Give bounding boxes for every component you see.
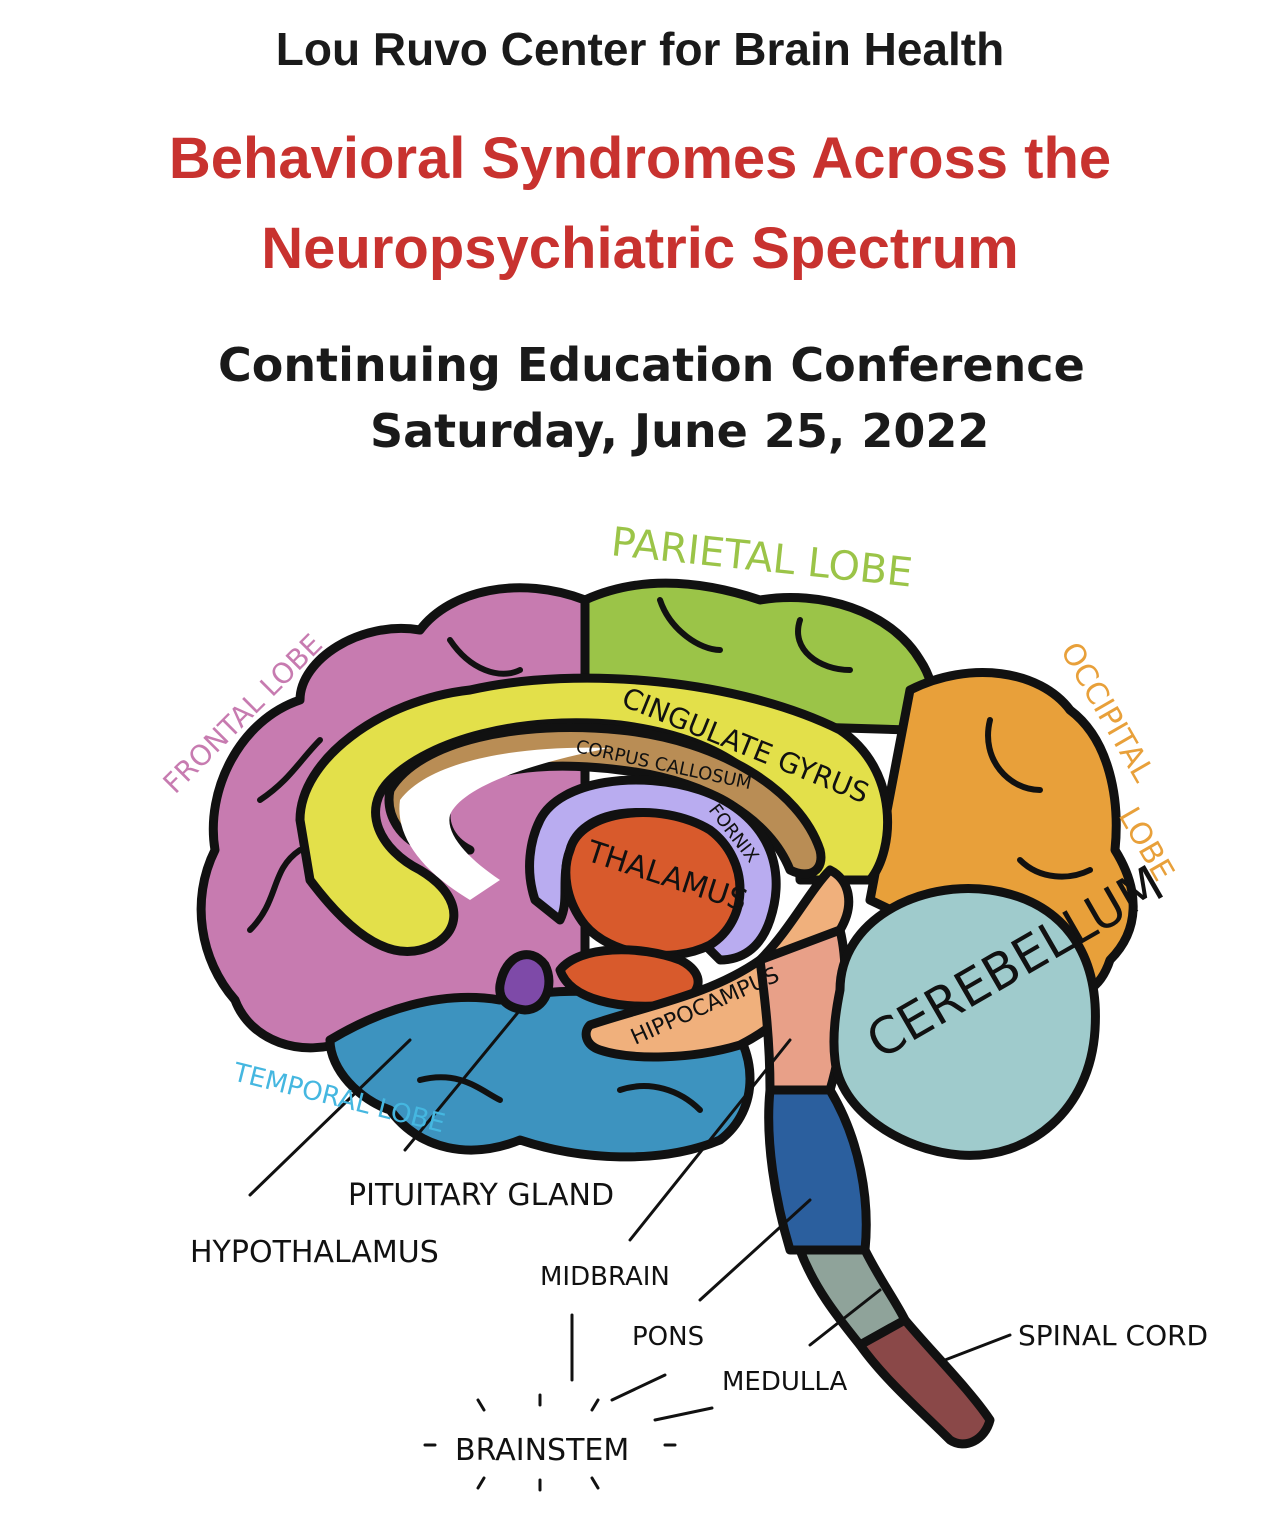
sulcus-line [417,1074,503,1103]
sulcus-line [657,597,723,653]
hypothalamus-label: HYPOTHALAMUS [190,1235,439,1270]
pointer-medulla-brainstem [653,1406,714,1422]
organization-name: Lou Ruvo Center for Brain Health [275,23,1005,75]
pointer-pituitary [403,1008,522,1152]
brain-diagram: PARIETAL LOBE FRONTAL LOBE OCCIPITAL LOB… [157,519,1208,1492]
pituitary-gland-label: PITUITARY GLAND [348,1178,614,1213]
sulcus-line [985,717,1043,793]
pointer-medulla [808,1288,882,1347]
pointer-midbrain [628,1038,792,1242]
pituitary-gland-region [495,950,554,1015]
cerebellum-region [829,884,1100,1160]
sparkle-mark [476,1476,486,1490]
pons-label: PONS [632,1322,704,1352]
pointer-pons [698,1198,812,1302]
conference-type: Continuing Education Conference [218,338,1085,392]
sparkle-mark [476,1398,486,1412]
sulcus-line [447,637,523,677]
conference-title-line-1: Behavioral Syndromes Across the [168,126,1112,191]
thalamus-region [561,808,745,960]
sulcus-line [1017,857,1093,880]
medulla-label: MEDULLA [722,1367,847,1397]
sulcus-line [617,1083,703,1113]
pointer-spinal-cord [943,1333,1012,1362]
sulcus-line [795,617,853,673]
brainstem-label: BRAINSTEM [455,1433,629,1468]
conference-title-line-2: Neuropsychiatric Spectrum [261,216,1019,281]
conference-date: Saturday, June 25, 2022 [370,404,990,458]
sulcus-line [247,847,303,933]
pointer-pons-brainstem [610,1373,667,1402]
sparkle-mark [590,1476,600,1490]
midbrain-label: MIDBRAIN [540,1262,670,1292]
spinal-cord-region [855,1315,995,1449]
ventricle-space [399,747,610,900]
spinal-cord-label: SPINAL CORD [1018,1319,1208,1352]
thalamus-lower-region [555,945,703,1011]
sparkle-mark [590,1398,600,1412]
pointer-hypothalamus [248,1038,412,1197]
sulcus-line [257,737,323,803]
